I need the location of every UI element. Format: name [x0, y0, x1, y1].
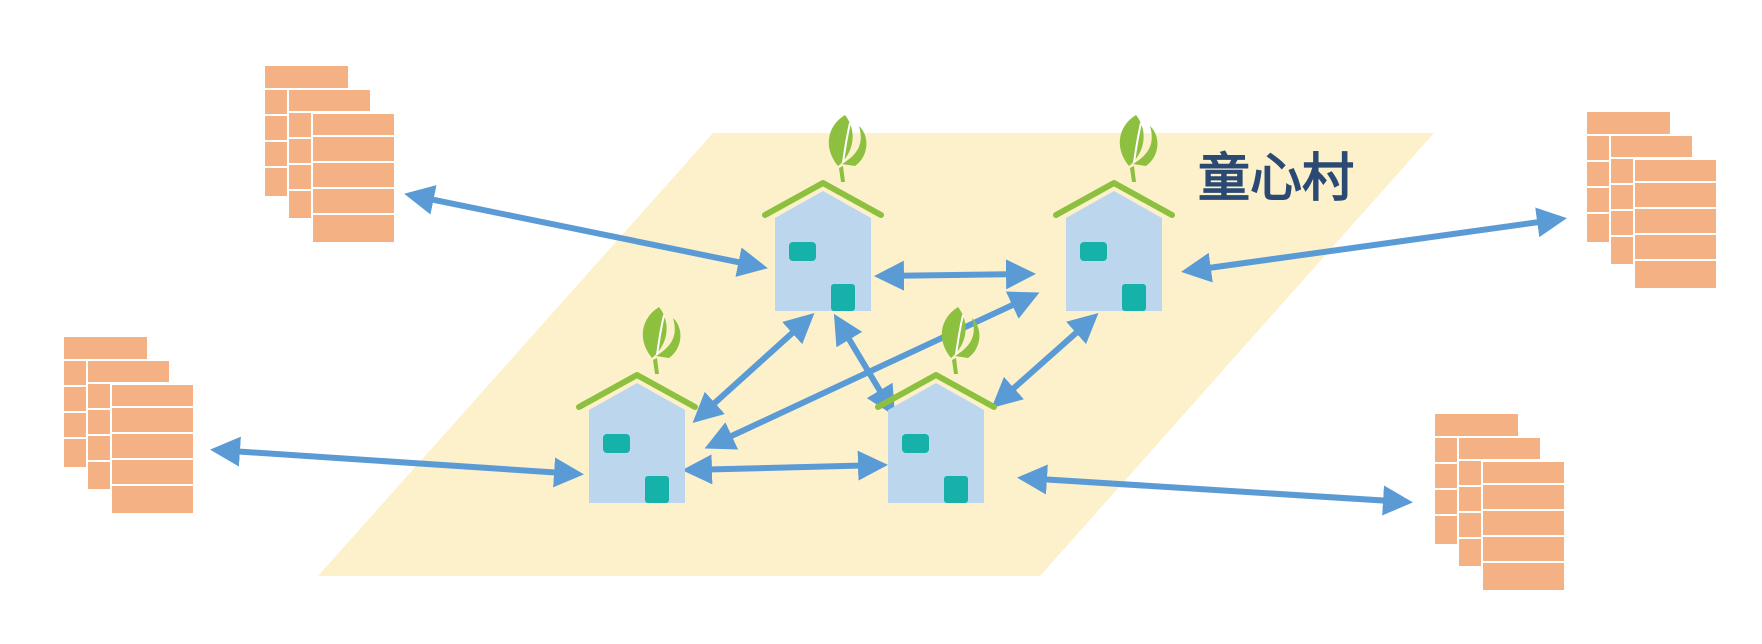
arrow-house-c-house-d: [682, 450, 888, 485]
arrow-house-b-house-c: [704, 291, 1040, 450]
arrow-house-b-house-d: [991, 313, 1099, 408]
arrow-building-ml-house-c: [210, 436, 584, 488]
arrow-house-b-building-tr: [1181, 207, 1567, 283]
village-title: 童心村: [1198, 149, 1354, 209]
building-icon-top-left: [264, 65, 396, 244]
building-icon-mid-left: [63, 336, 195, 515]
arrow-house-a-house-b: [874, 259, 1036, 291]
arrow-house-d-building-br: [1017, 464, 1413, 516]
building-icon-top-right: [1586, 111, 1718, 290]
connection-arrows: [210, 185, 1567, 516]
arrow-building-tl-house-a: [404, 185, 768, 277]
building-icon-bottom-right: [1434, 413, 1566, 592]
